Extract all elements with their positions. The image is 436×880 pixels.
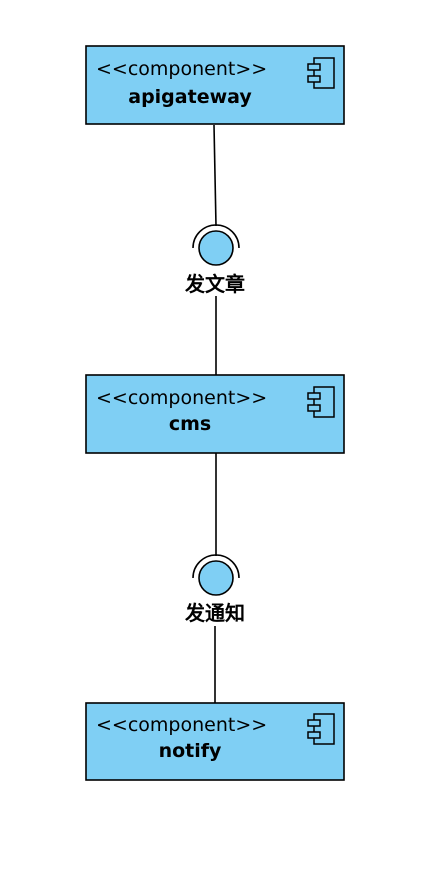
component-apigateway[interactable]: <<component>> apigateway <box>85 45 345 125</box>
connector-apigateway-to-interface-1 <box>213 124 217 227</box>
component-icon <box>307 57 335 89</box>
component-name: notify <box>159 740 222 762</box>
component-name: apigateway <box>128 86 252 108</box>
component-icon <box>307 713 335 745</box>
interface-publish-article[interactable]: 发文章 <box>184 224 245 296</box>
required-interface-socket <box>192 554 240 579</box>
component-box <box>85 45 345 125</box>
required-interface-socket <box>192 224 240 249</box>
component-box <box>85 702 345 781</box>
component-stereotype: <<component>> <box>96 714 267 736</box>
interface-label: 发通知 <box>184 601 245 625</box>
component-name: cms <box>169 413 211 435</box>
provided-interface-ball <box>198 230 234 266</box>
component-box <box>85 374 345 454</box>
component-cms[interactable]: <<component>> cms <box>85 374 345 454</box>
interface-send-notification[interactable]: 发通知 <box>184 554 245 625</box>
component-stereotype: <<component>> <box>96 58 267 80</box>
component-stereotype: <<component>> <box>96 387 267 409</box>
component-notify[interactable]: <<component>> notify <box>85 702 345 781</box>
provided-interface-ball <box>198 560 234 596</box>
component-icon <box>307 386 335 418</box>
interface-label: 发文章 <box>184 272 245 296</box>
